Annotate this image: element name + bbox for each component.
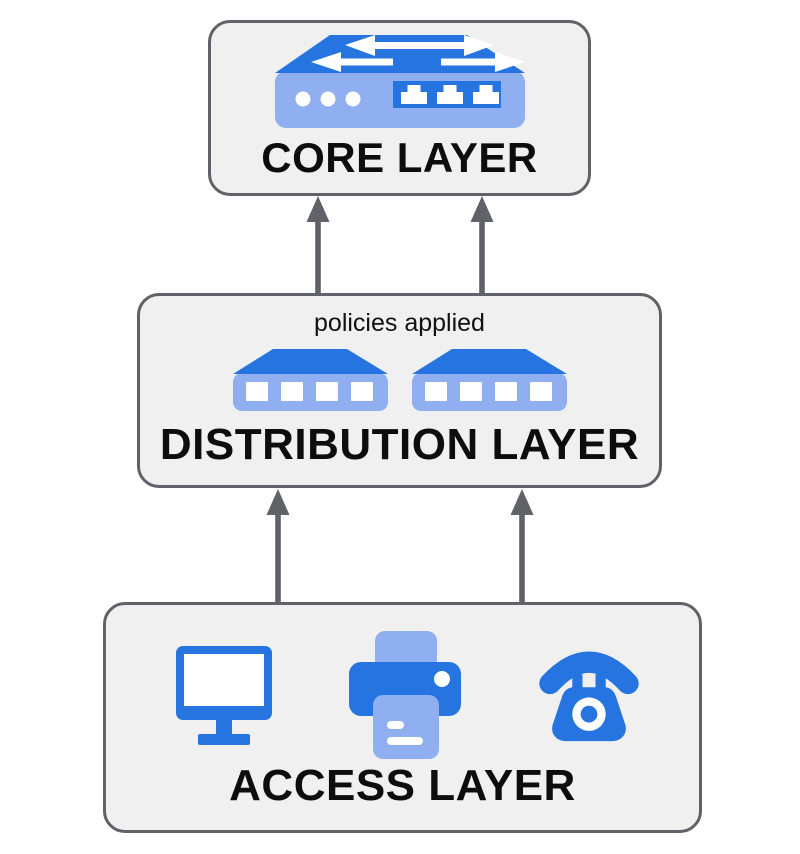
core-router-icon — [274, 35, 525, 128]
traffic-arrows-icon — [310, 35, 525, 72]
policies-applied-note: policies applied — [314, 309, 485, 337]
access-layer-box: ACCESS LAYER — [103, 602, 702, 833]
distribution-icon-row — [140, 349, 659, 411]
switch-icon — [232, 349, 388, 411]
status-lights — [295, 91, 360, 107]
router-top — [274, 35, 525, 73]
access-icon-row — [106, 629, 699, 763]
core-layer-box: CORE LAYER — [208, 20, 591, 196]
arrow-up-access-to-dist-right — [510, 489, 534, 602]
phone-icon — [539, 651, 639, 741]
core-layer-label: CORE LAYER — [261, 134, 538, 181]
distribution-layer-box: policies applied — [137, 293, 662, 488]
arrow-up-dist-to-core-left — [306, 196, 330, 293]
arrow-up-access-to-dist-left — [266, 489, 290, 602]
monitor-icon — [176, 646, 272, 745]
arrow-up-dist-to-core-right — [470, 196, 494, 293]
switch-icon — [411, 349, 567, 411]
access-layer-label: ACCESS LAYER — [229, 761, 576, 810]
printer-icon — [348, 631, 461, 759]
ethernet-ports — [400, 85, 499, 104]
core-icon-row — [211, 35, 588, 128]
distribution-layer-label: DISTRIBUTION LAYER — [159, 420, 640, 469]
